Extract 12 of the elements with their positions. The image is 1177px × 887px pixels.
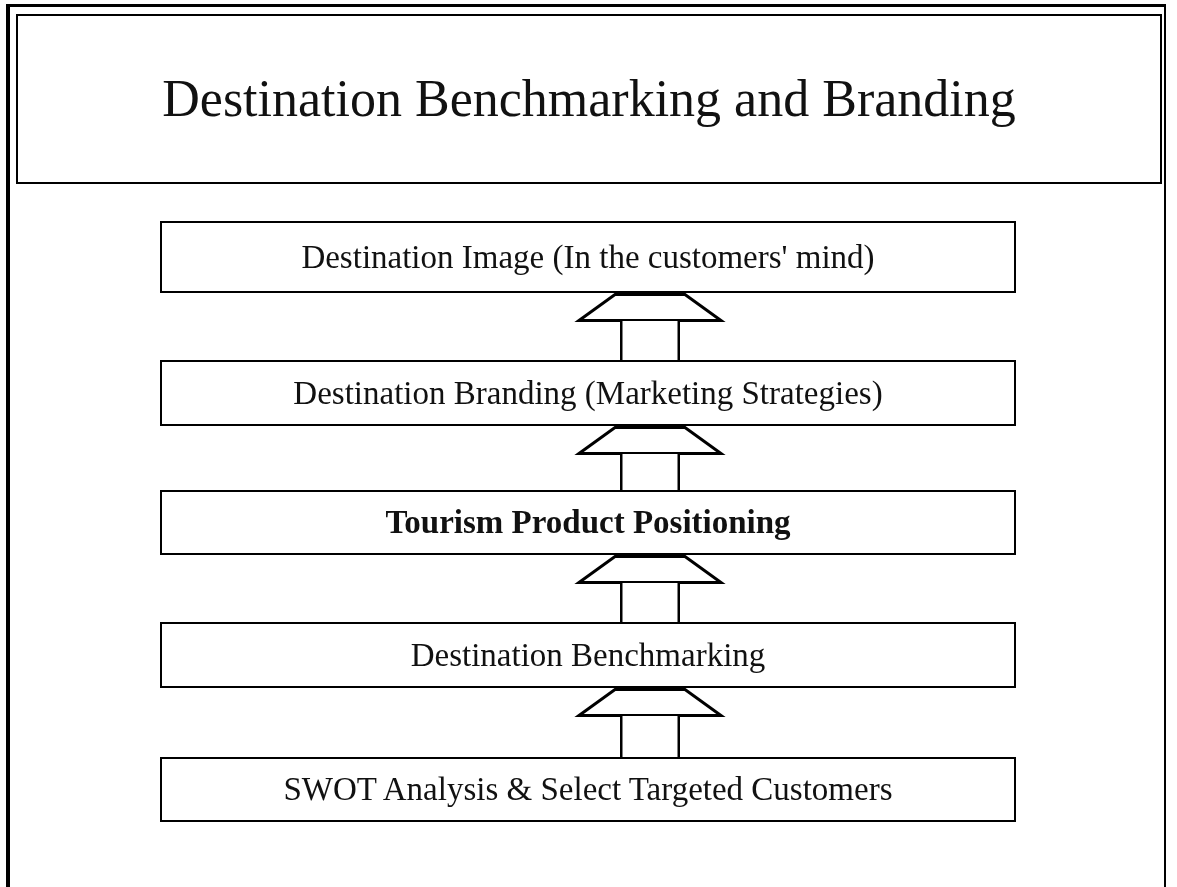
- box-text: Destination Benchmarking and Branding: [162, 70, 1016, 128]
- title-box: [16, 14, 1162, 184]
- box-text: SWOT Analysis & Select Targeted Customers: [283, 771, 893, 808]
- process-box: [160, 360, 1016, 426]
- process-box: [160, 490, 1016, 555]
- box-text: Tourism Product Positioning: [385, 504, 791, 541]
- process-box: [160, 757, 1016, 822]
- process-box: [160, 622, 1016, 688]
- box-text: Destination Benchmarking: [410, 636, 766, 674]
- process-box: [160, 221, 1016, 293]
- box-text: Destination Image (In the customers' mind): [301, 238, 875, 276]
- box-text: Destination Branding (Marketing Strategies): [293, 374, 883, 412]
